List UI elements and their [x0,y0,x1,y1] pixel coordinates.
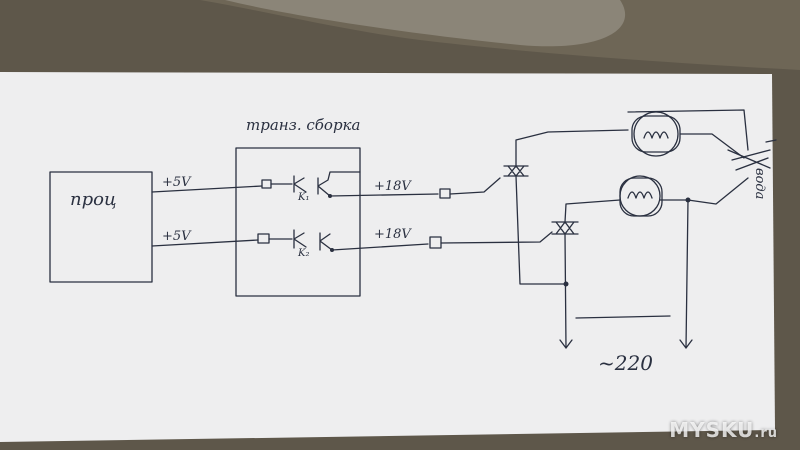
wire-triac-bottom-lower [564,233,567,349]
transistor-k2b [319,232,333,251]
transistor-k1a [293,175,307,193]
torn-paper-piece [225,0,626,47]
plus18v-bottom-label: +18V [374,227,412,242]
transistor-k2a [293,229,307,249]
water-inlet-scribble [727,149,771,171]
wire-18v-top [329,193,439,197]
wire-5v-bottom [151,239,259,247]
mains-arrow-left [559,339,573,349]
water-arrow [765,139,777,143]
wire-top-rail [627,109,749,151]
wire-triac-bottom-upper [564,199,621,223]
heater-coil-bottom-winding [627,191,653,199]
k2-label: K₂ [297,248,309,259]
heater-coil-bottom-frame [619,177,663,217]
watermark-suffix: .ru [754,426,778,441]
wire-to-triac-top [449,177,501,195]
junction-dot [563,281,569,287]
plus5v-top-label: +5V [162,175,192,190]
watermark: MYSKU.ru [669,418,778,442]
k1-label: K₁ [297,192,309,203]
transistor-k1b [317,171,361,197]
junction-dots [328,194,691,287]
mains-label: ~220 [598,351,653,375]
wire-18v-bottom [331,243,429,251]
mcu-box [49,171,153,283]
junction-dot [330,248,334,252]
wire-coil-bottom-right [659,177,749,205]
pencil-dash [575,315,671,319]
transistor-array-label: транз. сборка [246,116,360,134]
junction-dot [328,194,332,198]
heater-coil-top-winding [643,131,669,139]
plus18v-top-label: +18V [374,179,412,194]
wire-right-rail [685,199,689,349]
transistor-array-box [235,147,361,297]
plus5v-bottom-label: +5V [162,229,192,244]
mcu-label: проц [70,189,117,210]
watermark-brand: MYSKU [669,418,755,442]
wire-coil-top-right [679,133,745,159]
water-label: вода [752,168,767,199]
paper-sheet [0,72,775,442]
wire-to-triac-bottom [440,231,553,244]
wire-5v-top [151,185,263,193]
junction-dot [685,197,691,203]
mains-arrow-right [679,339,693,349]
wire-triac-top-upper [515,129,629,167]
wire-triac-top-lower [515,175,567,285]
